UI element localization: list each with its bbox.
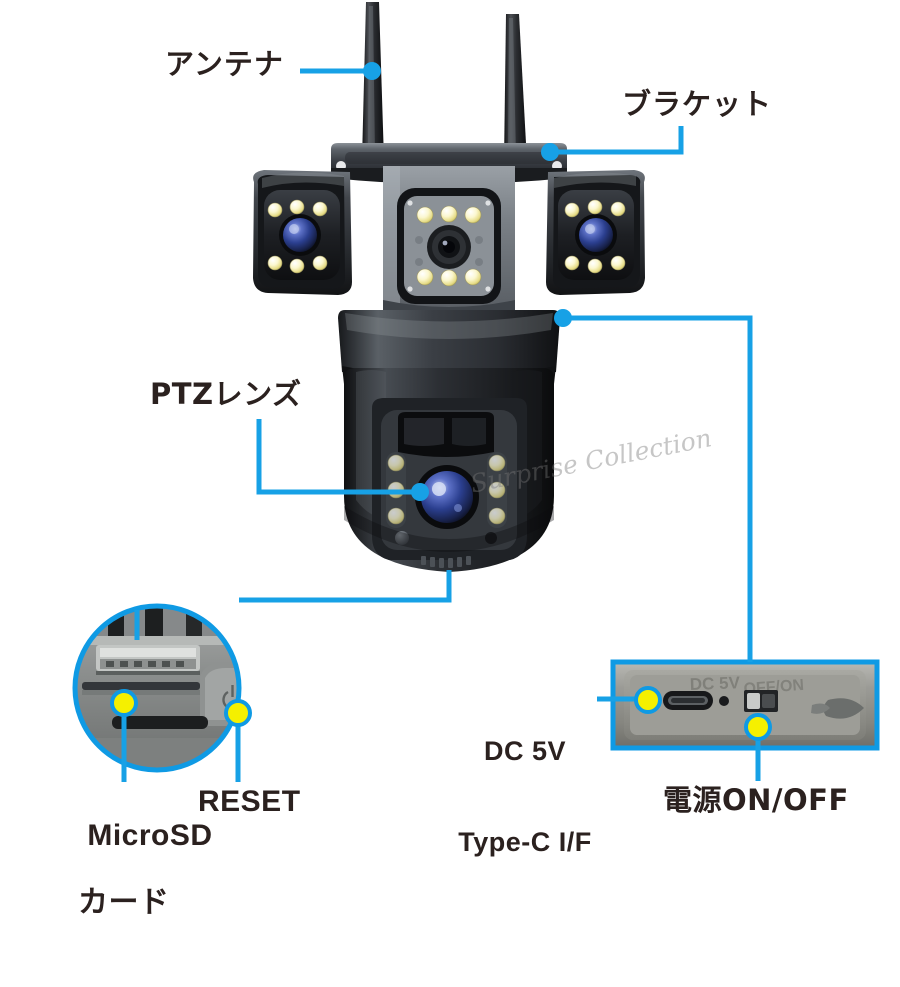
microsd-line1: MicroSD bbox=[87, 818, 213, 852]
marker-microsd bbox=[110, 689, 138, 717]
callout-label-power-switch: 電源ON/OFF bbox=[663, 783, 849, 817]
callout-label-microsd: MicroSD カード bbox=[52, 785, 213, 987]
yellow-markers bbox=[110, 686, 772, 741]
leader-dots bbox=[363, 62, 572, 501]
callout-label-bracket: ブラケット bbox=[622, 87, 773, 121]
callout-label-antenna: アンテナ bbox=[165, 47, 284, 81]
marker-dc bbox=[634, 686, 662, 714]
callout-label-dc-port: DC 5V Type-C I/F bbox=[440, 676, 610, 918]
callout-leader-lines bbox=[110, 62, 772, 782]
dot-antenna bbox=[363, 62, 381, 80]
svg-text:DC 5V: DC 5V bbox=[689, 673, 740, 694]
leader-body-to-panel bbox=[564, 315, 753, 662]
leader-bracket bbox=[551, 126, 684, 155]
callout-label-ptz-lens: PTZレンズ bbox=[150, 377, 302, 411]
left-camera-module bbox=[253, 170, 352, 295]
callout-label-reset: RESET bbox=[198, 785, 301, 818]
marker-reset bbox=[224, 699, 252, 727]
microsd-line2: カード bbox=[78, 885, 170, 919]
antenna-right bbox=[504, 14, 527, 162]
diagram-canvas: DC 5V OFF/ON bbox=[72, 2, 880, 919]
right-camera-module bbox=[546, 170, 645, 295]
dc-line1: DC 5V bbox=[483, 736, 567, 767]
leader-body-to-inset bbox=[239, 570, 452, 603]
dc-line2: Type-C I/F bbox=[458, 827, 592, 858]
dot-body bbox=[554, 309, 572, 327]
dot-ptz bbox=[411, 483, 429, 501]
ports-panel-photo: DC 5V OFF/ON bbox=[610, 659, 880, 751]
leader-ptz bbox=[256, 419, 419, 495]
dot-bracket bbox=[541, 143, 559, 161]
antenna-left bbox=[362, 2, 384, 160]
marker-power bbox=[744, 713, 772, 741]
ptz-dome bbox=[344, 368, 554, 572]
camera-illustration: DC 5V OFF/ON bbox=[72, 2, 880, 773]
